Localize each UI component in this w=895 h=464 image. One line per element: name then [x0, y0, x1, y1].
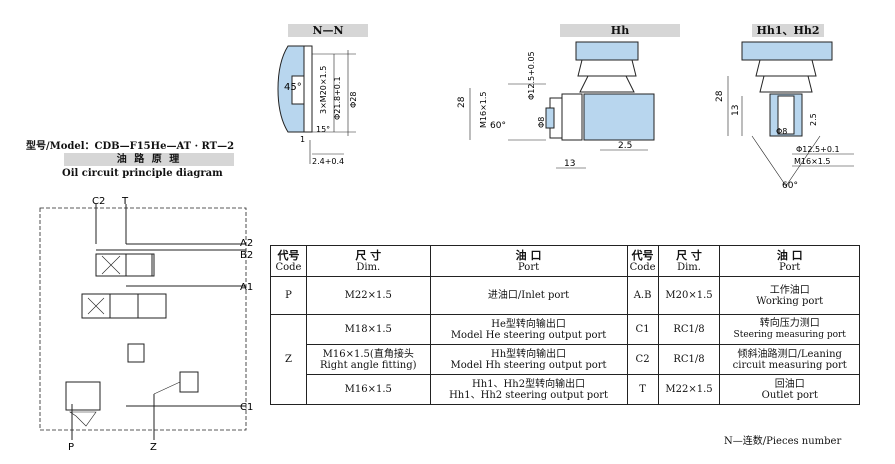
cell-dim-p: M22×1.5 — [305, 276, 431, 315]
hh12-view-title: Hh1、Hh2 — [752, 24, 824, 37]
nn-label-depth: 2.4+0.4 — [312, 157, 344, 166]
cell-dim-c1: RC1/8 — [657, 314, 721, 345]
cell-dim-z1: M18×1.5 — [305, 314, 431, 345]
nn-label-thread: 3×M20×1.5 — [319, 66, 328, 114]
port-label-z: Z — [150, 442, 157, 453]
port-label-p: P — [68, 442, 74, 453]
model-line: 型号/Model：CDB—F15He—AT · RT—2 — [26, 141, 235, 152]
cell-dim-t: M22×1.5 — [657, 374, 721, 405]
cell-code-z: Z — [270, 314, 307, 405]
nn-label-dia1: Φ21.8+0.1 — [333, 76, 342, 120]
cell-dim-z3: M16×1.5 — [305, 374, 431, 405]
hh12-label-28: 28 — [715, 90, 725, 102]
pieces-footnote: N—连数/Pieces number — [724, 436, 842, 447]
cell-code-c2: C2 — [626, 344, 659, 375]
nn-label-15: 15° — [316, 125, 330, 134]
hh-label-dia: Φ12.5+0.05 — [527, 51, 536, 100]
hh-view-title: Hh — [560, 24, 680, 37]
hh-label-angle: 60° — [490, 121, 506, 131]
hh-label-thread: M16×1.5 — [479, 91, 488, 128]
port-label-c2: C2 — [92, 196, 105, 207]
hh12-label-angle: 60° — [782, 181, 798, 191]
port-label-c1: C1 — [240, 402, 253, 413]
cell-code-ab: A.B — [626, 276, 659, 315]
hh12-label-thread: M16×1.5 — [794, 157, 831, 166]
nn-label-1: 1 — [300, 135, 305, 144]
hh-fitting-drawing: 28 M16×1.5 Φ12.5+0.05 60° Φ8 2.5 13 — [457, 41, 655, 169]
hh12-label-phi8: Φ8 — [776, 127, 787, 136]
cell-code-p: P — [270, 276, 307, 315]
hh-label-phi8: Φ8 — [537, 117, 546, 128]
port-label-a1: A1 — [240, 282, 253, 293]
nn-label-dia2: Φ28 — [349, 92, 358, 108]
cell-code-c1: C1 — [626, 314, 659, 345]
hh-label-13: 13 — [564, 159, 575, 169]
cell-dim-ab: M20×1.5 — [657, 276, 721, 315]
port-label-t: T — [121, 196, 129, 207]
nn-label-angle: 45° — [284, 82, 302, 93]
table-row: P M22×1.5 进油口/Inlet port A.B M20×1.5 工作油… — [270, 276, 860, 315]
oil-circuit-schematic: C2 T A2 B2 A1 C1 P Z — [39, 196, 253, 453]
hh12-label-25: 2.5 — [809, 113, 818, 126]
hh-label-25: 2.5 — [618, 141, 632, 151]
nn-view-title: N—N — [288, 24, 368, 37]
hh12-label-13: 13 — [731, 105, 741, 116]
port-label-b2: B2 — [240, 250, 253, 261]
hh12-fitting-drawing: 28 13 Φ8 2.5 Φ12.5+0.1 M16×1.5 60° — [715, 41, 854, 191]
nn-section-drawing: 45° 3×M20×1.5 Φ21.8+0.1 Φ28 1 15° 2.4+0.… — [277, 45, 358, 166]
hh-label-28: 28 — [457, 96, 467, 108]
cell-port-p: 进油口/Inlet port — [429, 276, 628, 315]
circuit-title-cn: 油 路 原 理 — [64, 153, 234, 166]
port-label-a2: A2 — [240, 238, 253, 249]
cell-dim-c2: RC1/8 — [657, 344, 721, 375]
cell-code-t: T — [626, 374, 659, 405]
hh12-label-dia: Φ12.5+0.1 — [796, 145, 840, 154]
circuit-title-en: Oil circuit principle diagram — [62, 168, 223, 179]
